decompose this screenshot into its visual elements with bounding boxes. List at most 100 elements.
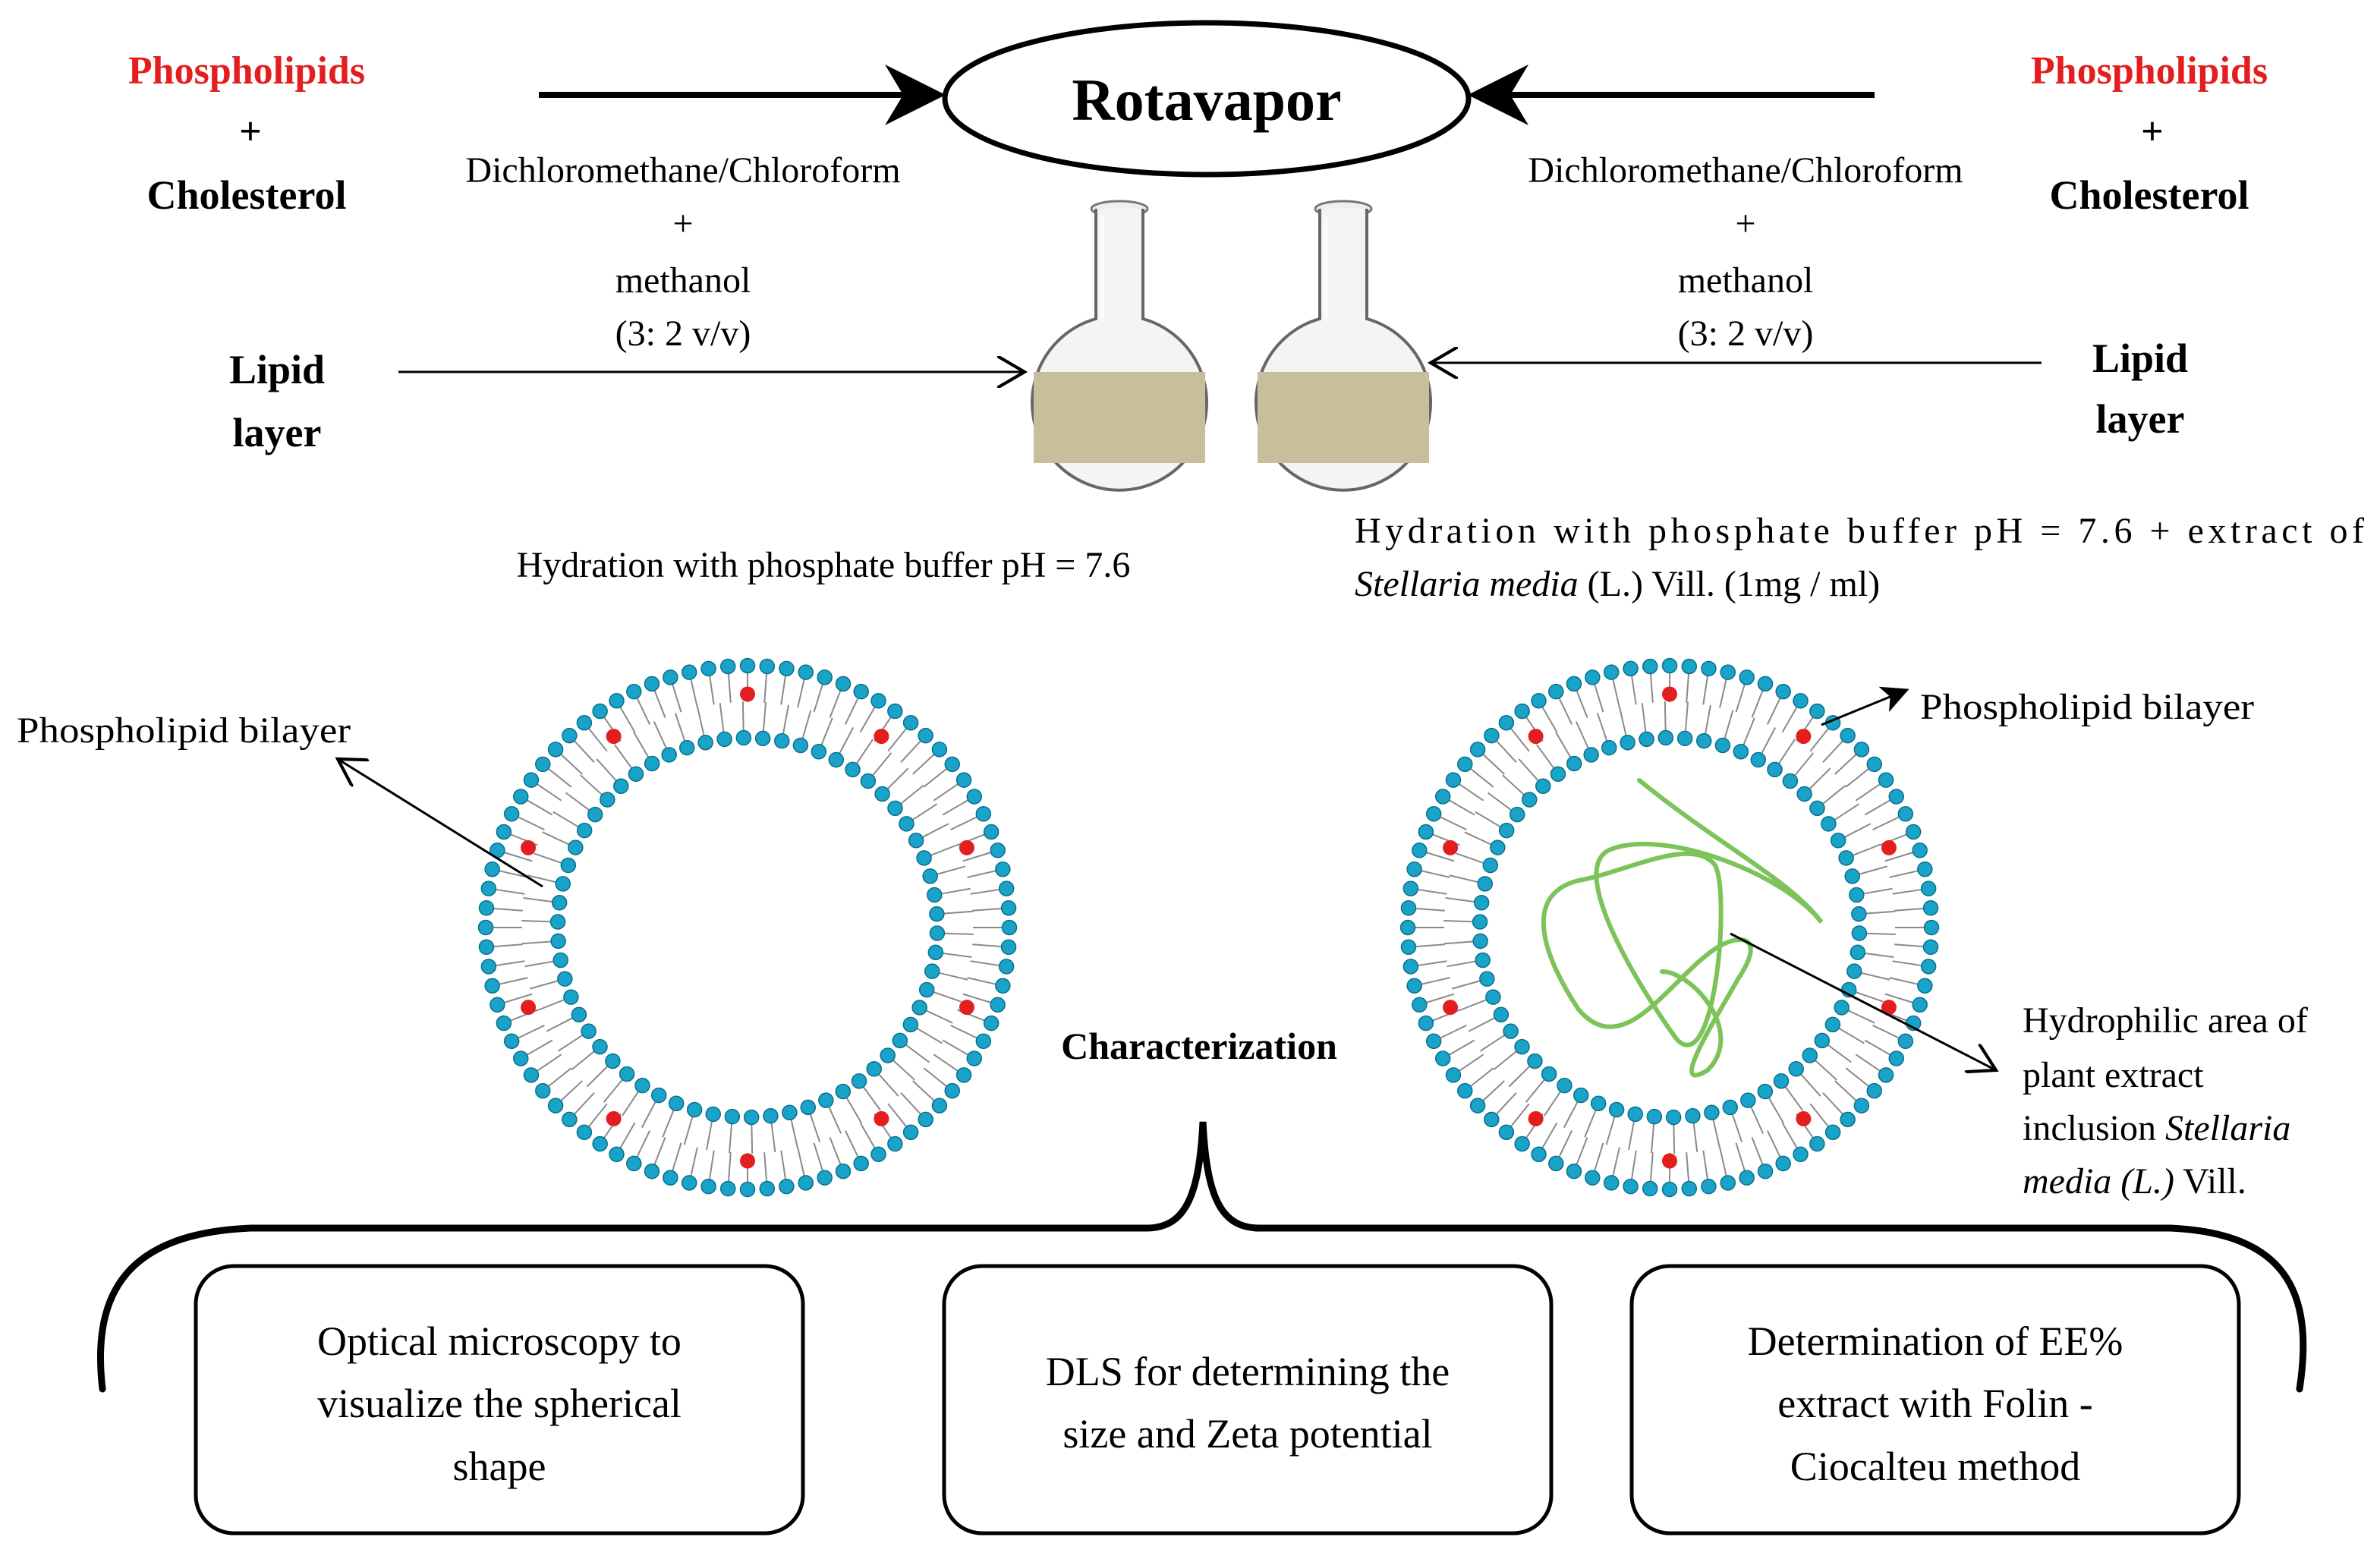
lipid-head [1676, 730, 1693, 747]
lipid-head [911, 1000, 927, 1016]
lipid-tail [1892, 960, 1922, 966]
lipid-tail [1605, 1117, 1616, 1145]
lipid-head [547, 1098, 564, 1113]
lipid-head [1566, 755, 1582, 772]
lipid-head [880, 1047, 896, 1063]
lipid-tail [912, 754, 935, 775]
lipid-head [929, 925, 946, 941]
lipid-tail [900, 740, 921, 763]
lipid-tail [1766, 698, 1781, 725]
lipid-tail [933, 991, 962, 1003]
lipid-tail [1558, 698, 1573, 725]
lipid-head [503, 1033, 520, 1049]
lipid-head [555, 876, 571, 892]
lipid-tail [690, 1147, 698, 1176]
left-solvent-line3: methanol [615, 260, 751, 301]
lipid-head [650, 1087, 667, 1104]
cholesterol-dot [1528, 1110, 1544, 1126]
lipid-tail [1838, 1028, 1865, 1044]
hydrophilic-line3-plain: inclusion [2023, 1108, 2165, 1148]
lipid-head [1824, 1124, 1841, 1140]
lipid-head [779, 1178, 795, 1195]
lipid-tail [962, 993, 991, 1003]
lipid-head [592, 703, 608, 720]
lipid-tail [1828, 1044, 1852, 1063]
lipid-tail [1619, 707, 1627, 735]
lipid-tail [1479, 1035, 1505, 1052]
lipid-tail [1502, 774, 1525, 795]
cholesterol-dot [1662, 1153, 1677, 1169]
lipid-head [719, 658, 736, 675]
optical-line2: visualize the spherical [317, 1381, 682, 1426]
lipid-head [1623, 660, 1639, 677]
lipid-head [1406, 861, 1422, 877]
lipid-head [1572, 1087, 1589, 1104]
lipid-head [560, 857, 577, 874]
lipid-head [1601, 739, 1617, 756]
lipid-tail [622, 1091, 639, 1117]
lipid-head [983, 1015, 1000, 1032]
method-box-ee: Determination of EE% extract with Folin … [1629, 1264, 2241, 1536]
lipid-head [1445, 772, 1462, 788]
lipid-tail [829, 1137, 842, 1165]
hydrophilic-line3: inclusion Stellaria [2023, 1108, 2290, 1148]
lipid-head [1646, 1108, 1663, 1125]
lipid-tail [780, 676, 786, 705]
cholesterol-dot [1796, 729, 1812, 745]
lipid-tail [1705, 704, 1711, 734]
lipid-head [512, 1050, 529, 1066]
lipid-head [626, 683, 642, 700]
lipid-head [735, 729, 752, 746]
lipid-tail [518, 1024, 545, 1039]
right-phospholipids-label: Phospholipids [2031, 49, 2268, 93]
lipid-tail [1845, 1067, 1869, 1087]
lipid-head [605, 1053, 621, 1069]
cholesterol-dot [1443, 839, 1459, 855]
lipid-head [587, 806, 603, 823]
lipid-tail [887, 728, 907, 752]
cholesterol-dot [1528, 729, 1544, 745]
lipid-tail [967, 977, 996, 985]
lipid-head [1434, 1050, 1451, 1066]
lipid-tail [1510, 728, 1530, 752]
lipid-head [1661, 1181, 1678, 1198]
lipid-head [1720, 1175, 1736, 1191]
lipid-head [1541, 1066, 1557, 1082]
lipid-head [1514, 703, 1530, 720]
lipid-head [1773, 1073, 1790, 1089]
lipid-tail [1719, 679, 1727, 708]
right-hydration-line2: Stellaria media (L.) Vill. (1mg / ml) [1355, 564, 1880, 604]
lipid-head [1527, 1053, 1543, 1069]
lipid-head [1498, 715, 1515, 731]
lipid-head [902, 1016, 919, 1033]
lipid-head [613, 778, 629, 794]
lipid-tail [1612, 679, 1620, 708]
lipid-tail [780, 1150, 786, 1180]
lipid-tail [887, 1103, 907, 1127]
lipid-tail [950, 816, 978, 831]
lipid-tail [1692, 1123, 1698, 1152]
lipid-head [1566, 676, 1582, 692]
lipid-head [609, 1146, 625, 1163]
lipid-head [916, 850, 932, 866]
lipid-head [1583, 747, 1599, 763]
lipid-tail [1440, 1024, 1467, 1039]
optical-line1: Optical microscopy to [317, 1318, 682, 1364]
lipid-tail [886, 767, 909, 789]
lipid-tail [892, 1060, 915, 1081]
lipid-head [966, 789, 983, 805]
lipid-head [1627, 1106, 1643, 1123]
lipid-tail [923, 1067, 947, 1087]
lipid-tail [930, 843, 959, 856]
lipid-tail [1822, 740, 1843, 763]
lipid-head [870, 1146, 886, 1163]
lipid-tail [1844, 823, 1872, 838]
lipid-tail [1856, 991, 1884, 1003]
lipid-head [743, 1109, 760, 1126]
lipid-head [1824, 1016, 1841, 1033]
lipid-tail [844, 698, 859, 725]
lipid-tail [1712, 1120, 1720, 1148]
lipid-head [1840, 727, 1856, 744]
left-solvent-line1: Dichloromethane/Chloroform [465, 150, 900, 191]
lipid-head [1782, 773, 1799, 789]
